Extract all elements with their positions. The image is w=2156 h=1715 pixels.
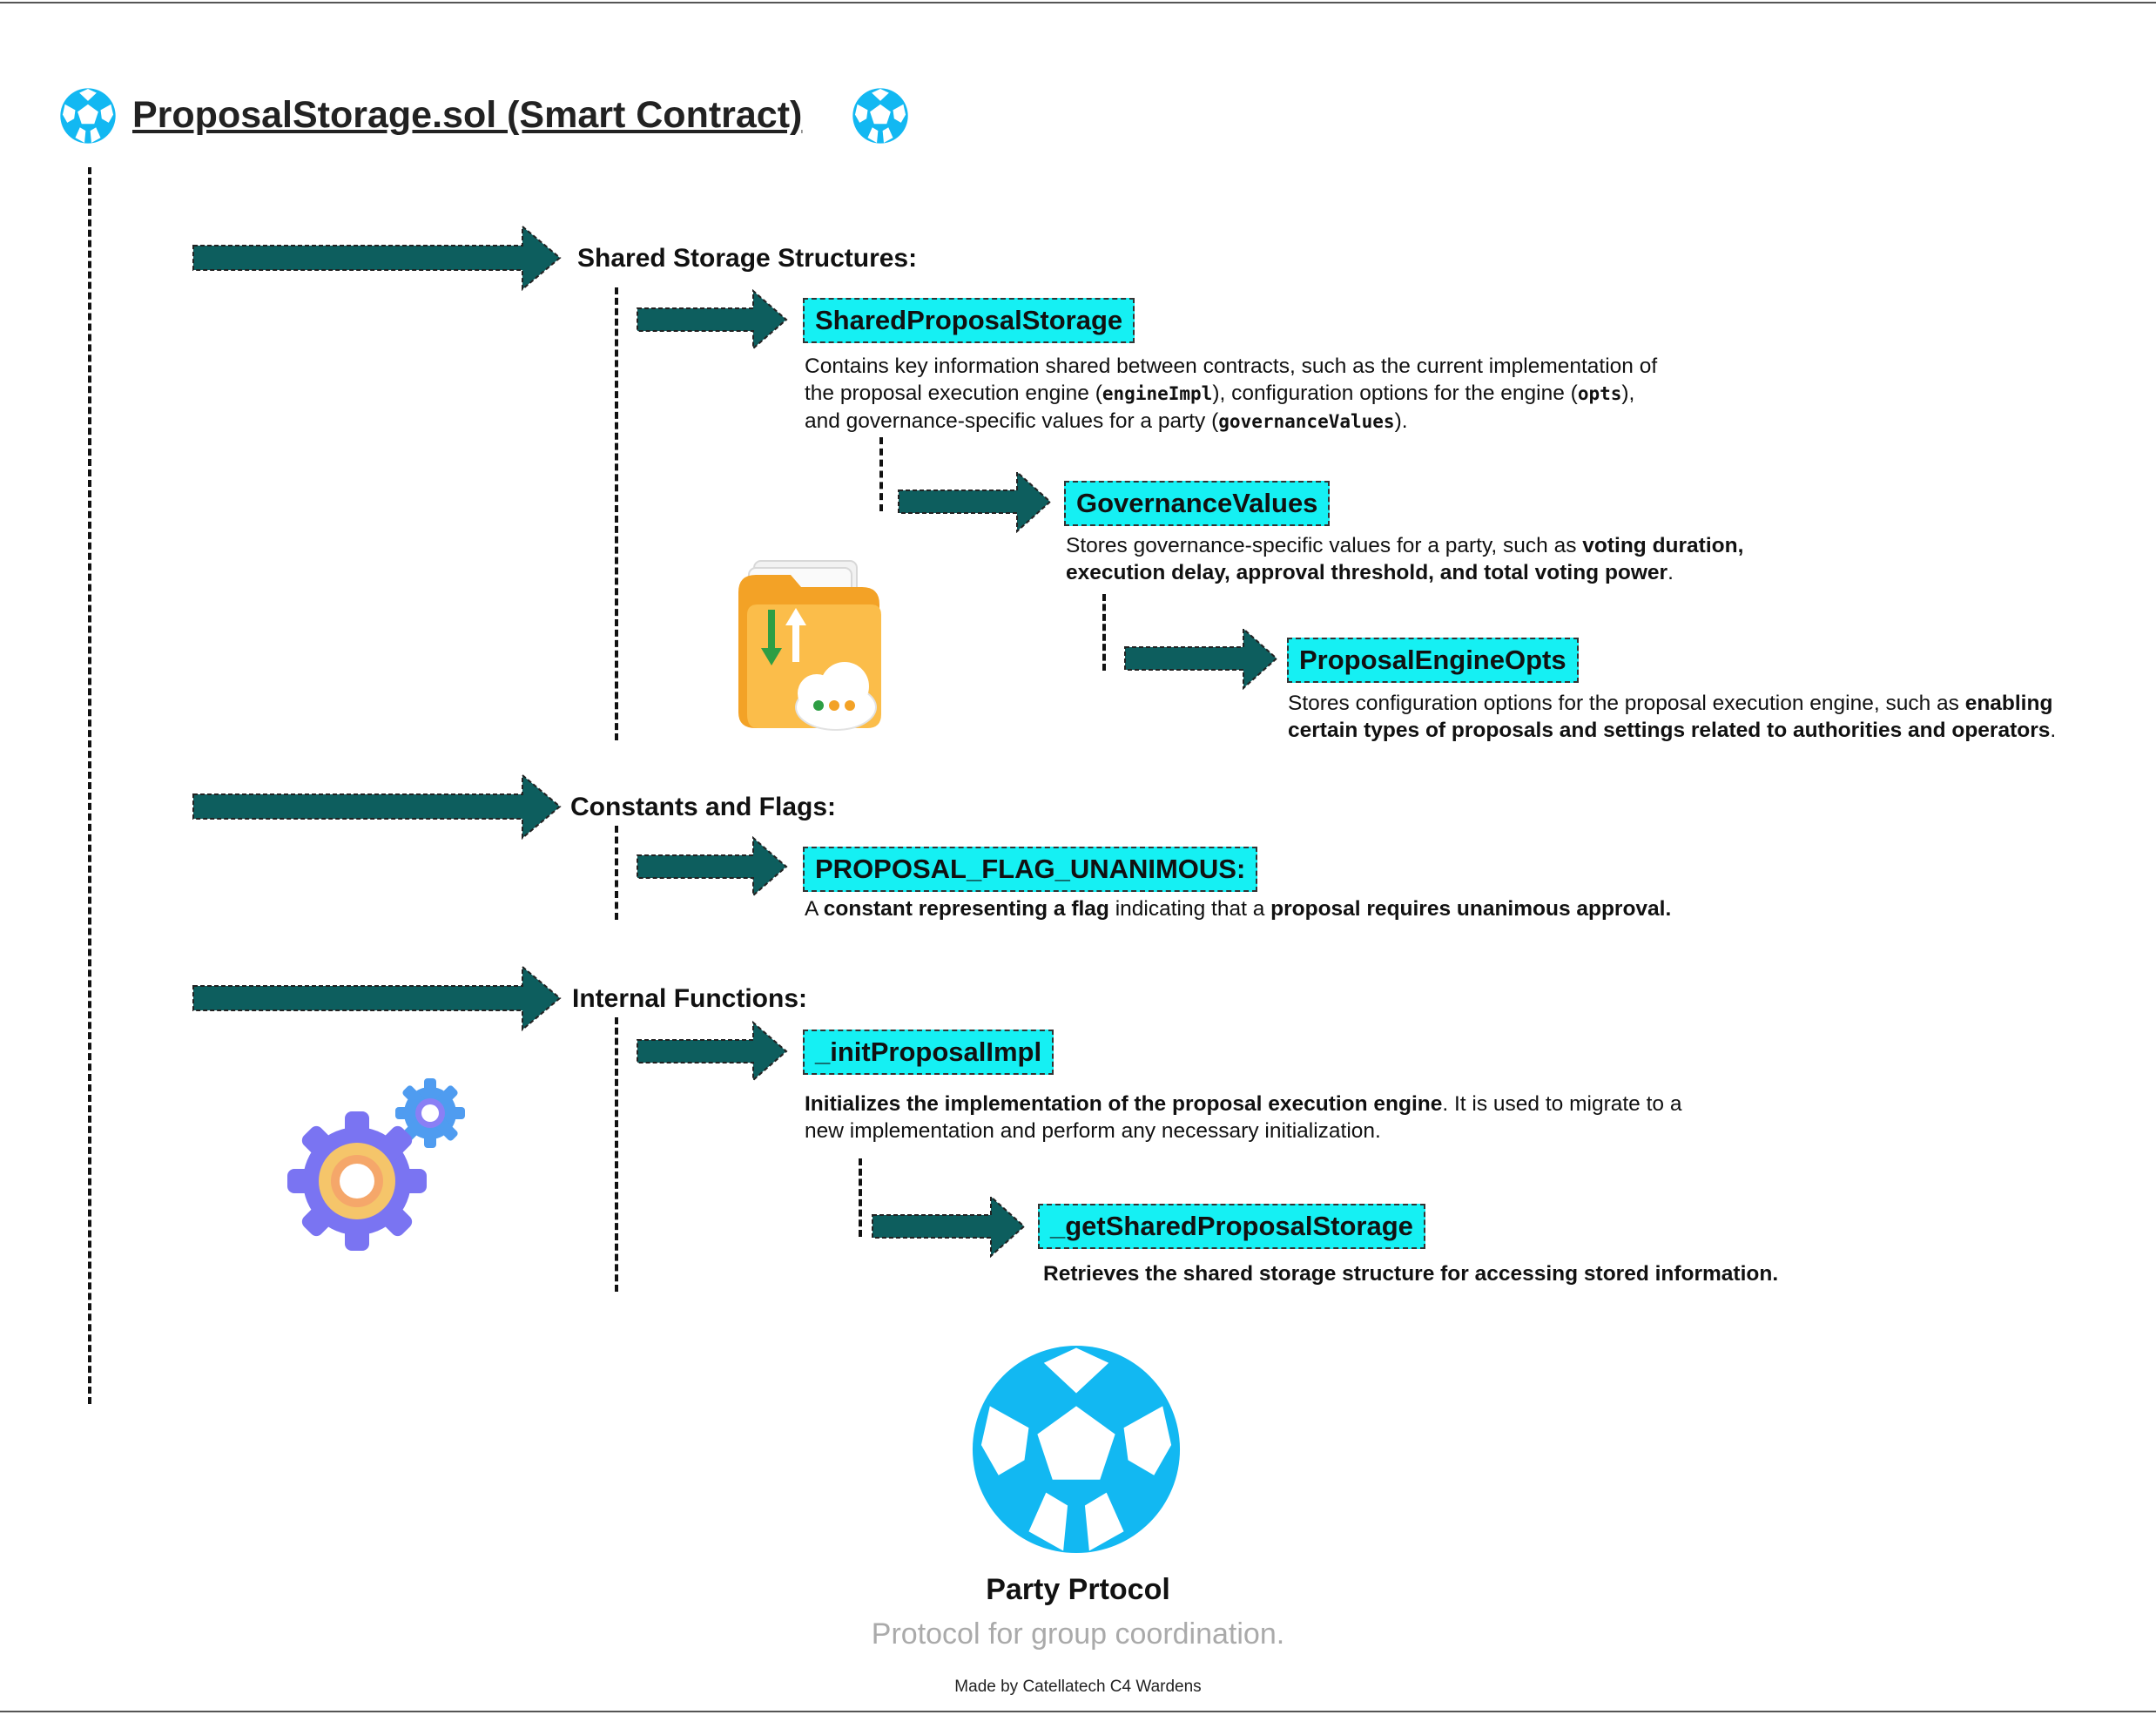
proposal-flag-tag: PROPOSAL_FLAG_UNANIMOUS: bbox=[803, 847, 1258, 892]
folder-cloud-icon bbox=[731, 557, 888, 745]
governance-values-tag: GovernanceValues bbox=[1064, 481, 1331, 526]
shared-proposal-storage-arrow bbox=[636, 289, 788, 350]
bottom-border bbox=[0, 1711, 2156, 1712]
governance-values-arrow bbox=[897, 470, 1052, 533]
footer-tagline: Protocol for group coordination. bbox=[871, 1617, 1285, 1651]
shared-proposal-storage-tag: SharedProposalStorage bbox=[803, 298, 1135, 343]
title-left-logo-icon bbox=[59, 87, 117, 145]
footer-credit: Made by Catellatech C4 Wardens bbox=[954, 1678, 1202, 1696]
proposal-engine-opts-tag: ProposalEngineOpts bbox=[1287, 638, 1579, 683]
init-proposal-impl-tag: _initProposalImpl bbox=[803, 1030, 1054, 1075]
page-title: ProposalStorage.sol (Smart Contract) bbox=[132, 94, 803, 136]
get-shared-storage-tag: _getSharedProposalStorage bbox=[1038, 1204, 1425, 1249]
constants-section-heading: Constants and Flags: bbox=[570, 793, 837, 821]
init-proposal-impl-description: Initializes the implementation of the pr… bbox=[805, 1092, 1682, 1143]
footer-logo-icon bbox=[968, 1341, 1184, 1557]
shared-proposal-storage-description: Contains key information shared between … bbox=[805, 354, 1658, 433]
footer-project-name: Party Prtocol bbox=[986, 1573, 1170, 1606]
proposal-engine-opts-arrow bbox=[1123, 627, 1278, 690]
shared-section-heading: Shared Storage Structures: bbox=[577, 244, 918, 273]
proposal-engine-opts-description: Stores configuration options for the pro… bbox=[1288, 692, 2057, 742]
title-right-logo-icon bbox=[852, 87, 909, 145]
functions-section-heading: Internal Functions: bbox=[572, 984, 807, 1013]
shared-section-line bbox=[615, 287, 618, 740]
get-shared-storage-arrow bbox=[871, 1195, 1026, 1258]
constants-section-arrow bbox=[192, 773, 562, 840]
functions-section-arrow bbox=[192, 965, 562, 1031]
proposal-flag-arrow bbox=[636, 836, 788, 897]
shared-section-arrow bbox=[192, 225, 562, 291]
gears-icon bbox=[286, 1070, 468, 1257]
proposal-flag-description: A constant representing a flag indicatin… bbox=[805, 897, 1672, 921]
top-border bbox=[0, 2, 2156, 3]
get-shared-storage-description: Retrieves the shared storage structure f… bbox=[1043, 1262, 1779, 1286]
governance-values-description: Stores governance-specific values for a … bbox=[1066, 534, 1744, 584]
init-proposal-impl-arrow bbox=[636, 1021, 788, 1082]
get-shared-storage-line bbox=[859, 1158, 862, 1237]
main-connector-line bbox=[88, 167, 91, 1404]
proposal-engine-opts-line bbox=[1102, 594, 1106, 671]
constants-section-line bbox=[615, 826, 618, 920]
functions-section-line bbox=[615, 1017, 618, 1292]
governance-values-line bbox=[879, 437, 883, 511]
